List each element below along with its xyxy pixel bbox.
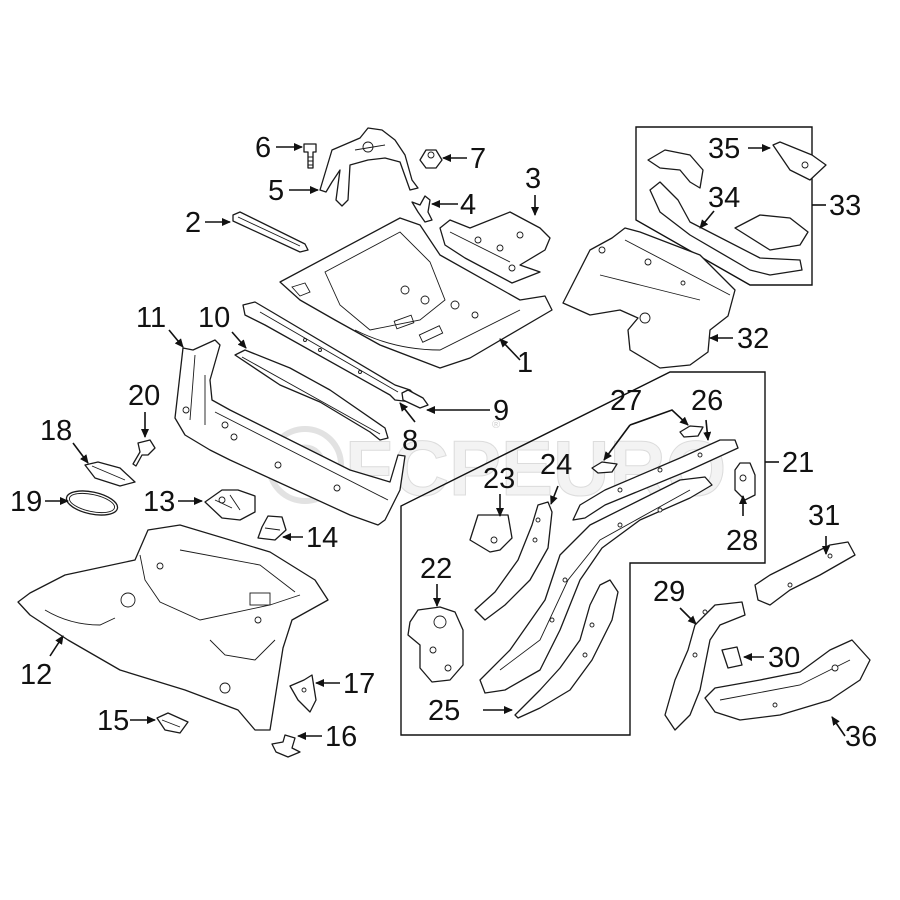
callout-24[interactable]: 24 [540, 449, 572, 481]
callout-15[interactable]: 15 [97, 705, 129, 737]
part-30-bracket[interactable] [721, 646, 743, 669]
part-19-seal-ring[interactable] [64, 487, 119, 519]
part-14-clip[interactable] [257, 515, 287, 541]
part-16-plate[interactable] [271, 734, 301, 758]
callout-14[interactable]: 14 [306, 522, 338, 554]
part-32-panel[interactable] [562, 227, 736, 369]
part-12-trunk-floor[interactable] [17, 524, 329, 731]
part-22-bracket[interactable] [407, 606, 464, 683]
callout-20[interactable]: 20 [128, 380, 160, 412]
part-28-bracket[interactable] [734, 462, 756, 501]
part-3-bracket[interactable] [439, 211, 551, 284]
part-27-clips[interactable] [591, 425, 704, 474]
group-box-33 [635, 126, 813, 286]
callout-23[interactable]: 23 [483, 463, 515, 495]
part-20-screw[interactable] [132, 439, 156, 467]
callout-4[interactable]: 4 [460, 189, 476, 221]
callout-6[interactable]: 6 [255, 132, 271, 164]
callout-9[interactable]: 9 [493, 395, 509, 427]
callout-30[interactable]: 30 [768, 642, 800, 674]
part-26-reinforcement[interactable] [572, 439, 739, 521]
part-5-spare-bracket[interactable] [319, 127, 419, 207]
part-6-bolt[interactable] [303, 143, 317, 169]
part-17-bracket[interactable] [289, 674, 317, 713]
callout-16[interactable]: 16 [325, 721, 357, 753]
part-29-extension[interactable] [664, 601, 746, 731]
group-box-21 [400, 371, 766, 736]
callout-2[interactable]: 2 [185, 207, 201, 239]
callout-35[interactable]: 35 [708, 133, 740, 165]
callout-34[interactable]: 34 [708, 182, 740, 214]
part-13-bracket[interactable] [204, 489, 256, 521]
part-24-rail[interactable] [474, 501, 553, 621]
callout-7[interactable]: 7 [470, 143, 486, 175]
callout-8[interactable]: 8 [402, 425, 418, 457]
callout-labels: 1 2 3 4 5 6 7 8 9 10 11 12 13 14 15 16 1… [10, 132, 877, 753]
callout-3[interactable]: 3 [525, 163, 541, 195]
part-18-grommet[interactable] [84, 461, 136, 487]
leader-lines [45, 143, 846, 740]
callout-21[interactable]: 21 [782, 447, 814, 479]
callout-22[interactable]: 22 [420, 553, 452, 585]
part-1-rear-floor-pan[interactable] [279, 217, 553, 369]
callout-31[interactable]: 31 [808, 500, 840, 532]
part-2-crossmember[interactable] [232, 211, 309, 253]
callout-11[interactable]: 11 [136, 302, 166, 334]
part-11-rear-panel[interactable] [174, 339, 406, 526]
callout-28[interactable]: 28 [726, 525, 758, 557]
callout-27[interactable]: 27 [610, 385, 642, 417]
part-9-small-bracket[interactable] [401, 389, 429, 409]
callout-32[interactable]: 32 [737, 323, 769, 355]
callout-25[interactable]: 25 [428, 695, 460, 727]
part-23-bracket[interactable] [469, 514, 513, 553]
part-25-side-member[interactable] [479, 476, 713, 719]
callout-13[interactable]: 13 [143, 486, 175, 518]
callout-5[interactable]: 5 [268, 175, 284, 207]
watermark-registered-mark: ® [492, 419, 500, 431]
part-31-rail[interactable] [754, 541, 856, 606]
callout-10[interactable]: 10 [198, 302, 230, 334]
callout-1[interactable]: 1 [517, 347, 533, 379]
part-10-reinforcement[interactable] [234, 349, 389, 441]
callout-17[interactable]: 17 [343, 668, 375, 700]
part-7-nut[interactable] [419, 149, 443, 169]
callout-33[interactable]: 33 [829, 190, 861, 222]
part-15-bracket[interactable] [156, 712, 189, 734]
part-35-plate[interactable] [772, 141, 827, 181]
callout-12[interactable]: 12 [20, 659, 52, 691]
part-36-brace[interactable] [704, 639, 871, 721]
callout-36[interactable]: 36 [845, 721, 877, 753]
callout-26[interactable]: 26 [691, 385, 723, 417]
part-4-clip[interactable] [411, 195, 433, 223]
part-34-crossmember[interactable] [647, 149, 809, 276]
callout-19[interactable]: 19 [10, 486, 42, 518]
callout-29[interactable]: 29 [653, 576, 685, 608]
callout-18[interactable]: 18 [40, 415, 72, 447]
